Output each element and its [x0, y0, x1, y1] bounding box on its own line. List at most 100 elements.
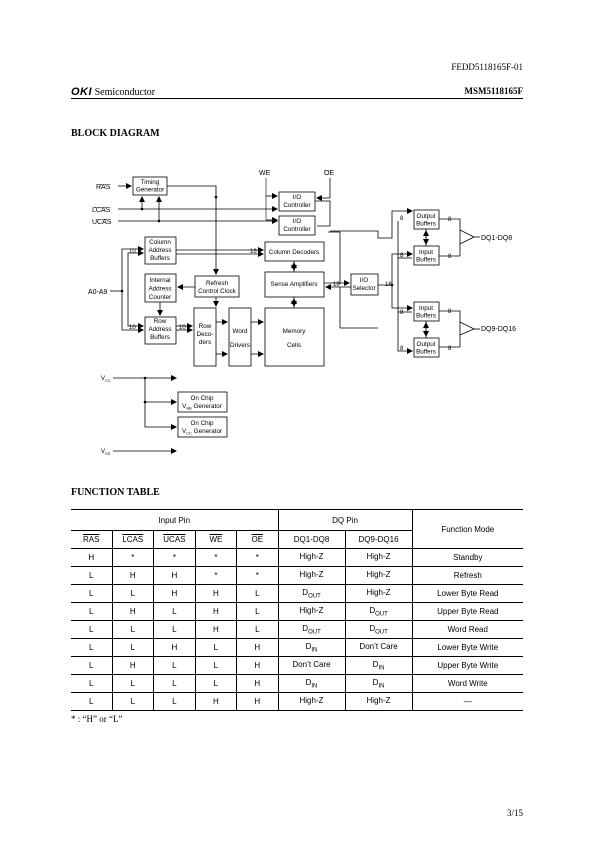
lcas-signal-label: LCAS	[92, 207, 111, 214]
table-cell: L	[194, 656, 237, 675]
vbb-generator-block	[177, 391, 228, 413]
table-cell: DIN	[277, 638, 346, 657]
bus-width-label: 10	[179, 325, 186, 331]
bus-width-label: 16	[333, 282, 340, 288]
table-cell: L	[71, 584, 112, 603]
io-controller-block-2	[278, 215, 316, 236]
block-diagram-title: BLOCK DIAGRAM	[71, 128, 160, 139]
function-mode-cell: Refresh	[411, 566, 523, 585]
bus-width-label: 8	[400, 346, 404, 352]
table-cell: L	[71, 638, 112, 657]
column-decoders-block	[264, 241, 325, 262]
function-table: Input Pin DQ Pin Function Mode RAS LCAS …	[71, 509, 523, 711]
column-header: UCAS	[153, 530, 196, 549]
table-cell: L	[111, 692, 154, 711]
company-brand: OKI Semiconductor	[71, 86, 155, 98]
table-cell: High-Z	[344, 692, 413, 711]
table-cell: High-Z	[344, 584, 413, 603]
page-number: 3/15	[506, 808, 523, 818]
table-cell: H	[236, 674, 278, 693]
table-cell: L	[236, 620, 278, 639]
table-cell: H	[71, 548, 112, 567]
table-cell: L	[71, 602, 112, 621]
table-cell: H	[153, 584, 196, 603]
table-cell: DIN	[277, 674, 346, 693]
table-cell: *	[153, 548, 196, 567]
function-table-title: FUNCTION TABLE	[71, 487, 160, 498]
sense-amplifiers-block	[264, 271, 325, 298]
table-cell: H	[194, 602, 237, 621]
vcc-label: VCC	[101, 376, 111, 383]
function-mode-cell: Word Read	[411, 620, 523, 639]
input-buffers-block-1	[413, 245, 440, 266]
bus-width-label: 10	[129, 325, 136, 331]
table-cell: L	[71, 566, 112, 585]
table-cell: L	[111, 674, 154, 693]
table-cell: L	[71, 692, 112, 711]
table-cell: H	[153, 638, 196, 657]
row-decoders-block	[193, 307, 217, 367]
output-buffers-block-1	[413, 209, 440, 230]
page-header: OKI Semiconductor MSM5118165F	[71, 86, 523, 99]
table-cell: H	[194, 620, 237, 639]
output-buffers-block-2	[413, 337, 440, 358]
function-mode-cell: Standby	[411, 548, 523, 567]
dq-pin-header: DQ Pin	[277, 509, 413, 531]
dq-low-label: DQ1-DQ8	[481, 235, 512, 242]
bus-width-label: 8	[400, 310, 404, 316]
table-cell: H	[111, 566, 154, 585]
column-header: RAS	[71, 530, 112, 549]
table-cell: L	[111, 620, 154, 639]
input-pin-header: Input Pin	[71, 509, 278, 531]
table-cell: H	[236, 692, 278, 711]
oe-signal-label: OE	[324, 170, 334, 177]
row-address-buffers-block	[144, 316, 177, 345]
bus-width-label: 8	[448, 217, 452, 223]
table-cell: H	[111, 602, 154, 621]
table-cell: High-Z	[277, 692, 346, 711]
table-cell: DIN	[344, 656, 413, 675]
table-cell: L	[236, 602, 278, 621]
table-cell: H	[153, 566, 196, 585]
function-mode-cell: Upper Byte Write	[411, 656, 523, 675]
table-cell: DOUT	[344, 602, 413, 621]
table-cell: H	[236, 656, 278, 675]
dq-high-label: DQ9-DQ16	[481, 326, 516, 333]
table-cell: H	[194, 584, 237, 603]
column-header: DQ1-DQ8	[277, 530, 346, 549]
table-cell: Don’t Care	[344, 638, 413, 657]
ucas-signal-label: UCAS	[92, 219, 112, 226]
function-mode-cell: —	[411, 692, 523, 711]
address-signal-label: A0-A9	[88, 289, 108, 296]
column-header: OE	[236, 530, 278, 549]
function-mode-cell: Upper Byte Read	[411, 602, 523, 621]
column-header: WE	[194, 530, 237, 549]
bus-width-label: 8	[448, 346, 452, 352]
table-cell: *	[236, 548, 278, 567]
bus-width-label: 16	[385, 282, 392, 288]
function-mode-cell: Lower Byte Write	[411, 638, 523, 657]
table-note: * : “H” or “L”	[71, 714, 123, 724]
bus-width-label: 10	[129, 249, 136, 255]
refresh-control-clock-block	[194, 275, 240, 298]
table-cell: L	[194, 638, 237, 657]
table-cell: *	[194, 548, 237, 567]
table-cell: High-Z	[344, 548, 413, 567]
table-cell: H	[111, 656, 154, 675]
table-cell: *	[111, 548, 154, 567]
